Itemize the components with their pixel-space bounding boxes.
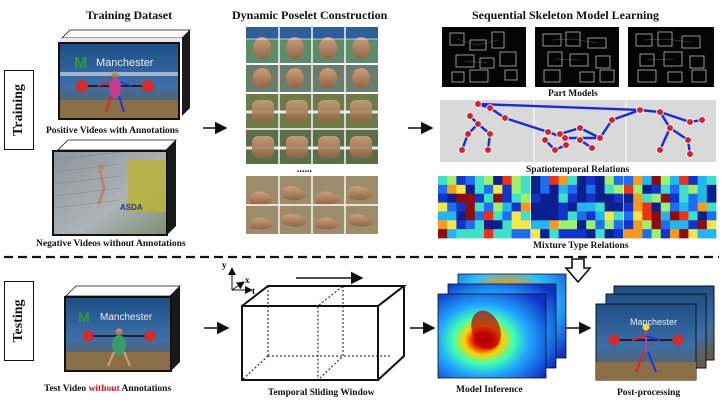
caption-test-video: Test Video without Annotations — [44, 384, 172, 394]
header-poselet-construction: Dynamic Poselet Construction — [232, 8, 388, 22]
poselet-strip-arms — [246, 94, 378, 164]
caption-spatiotemporal-relations: Spatiotemporal Relations — [526, 165, 630, 175]
axis-y-label: y — [222, 260, 227, 270]
part-models-panel — [442, 27, 714, 87]
arrow-training-to-inference — [564, 258, 592, 284]
caption-mixture-type-relations: Mixture Type Relations — [533, 241, 629, 251]
poselet-ellipsis: ...... — [297, 164, 312, 175]
svg-text:M: M — [74, 55, 87, 72]
positive-video-stack: Manchester M — [58, 29, 191, 120]
post-frame-banner: Manchester — [630, 317, 677, 327]
caption-sliding-window: Temporal Sliding Window — [268, 388, 375, 398]
poselet-strip-hands — [246, 176, 378, 234]
mixture-heatmap-3 — [624, 176, 717, 239]
negative-video-stack: ASDA — [52, 139, 177, 236]
header-skeleton-learning: Sequential Skeleton Model Learning — [472, 8, 660, 22]
section-training-label: Training — [4, 70, 34, 150]
spatiotemporal-panel — [440, 100, 716, 162]
header-training-dataset: Training Dataset — [86, 8, 173, 22]
axis-x-label: x — [245, 275, 250, 285]
caption-positive-videos: Positive Videos with Annotations — [46, 126, 179, 136]
caption-post-processing: Post-processing — [617, 388, 681, 398]
negative-frame-banner-text: ASDA — [120, 203, 143, 212]
caption-part-models: Part Models — [548, 89, 598, 99]
test-video-stack: Manchester M — [64, 285, 181, 372]
caption-model-inference: Model Inference — [456, 385, 523, 395]
poselet-strip-heads — [246, 27, 378, 92]
mixture-heatmap-2 — [531, 176, 624, 239]
post-processing-stack: Manchester — [595, 285, 715, 381]
mixture-heatmap-1 — [438, 176, 531, 239]
section-testing-label: Testing — [4, 281, 34, 361]
inference-heatmap-stack — [437, 273, 567, 379]
axis-t-label: t — [252, 286, 255, 296]
positive-frame-banner: Manchester — [96, 57, 154, 69]
test-frame-banner: Manchester — [100, 312, 153, 323]
svg-text:M: M — [78, 309, 90, 325]
sliding-window-cuboid: y x t — [222, 260, 407, 382]
caption-negative-videos: Negative Videos without Annotations — [36, 239, 186, 249]
